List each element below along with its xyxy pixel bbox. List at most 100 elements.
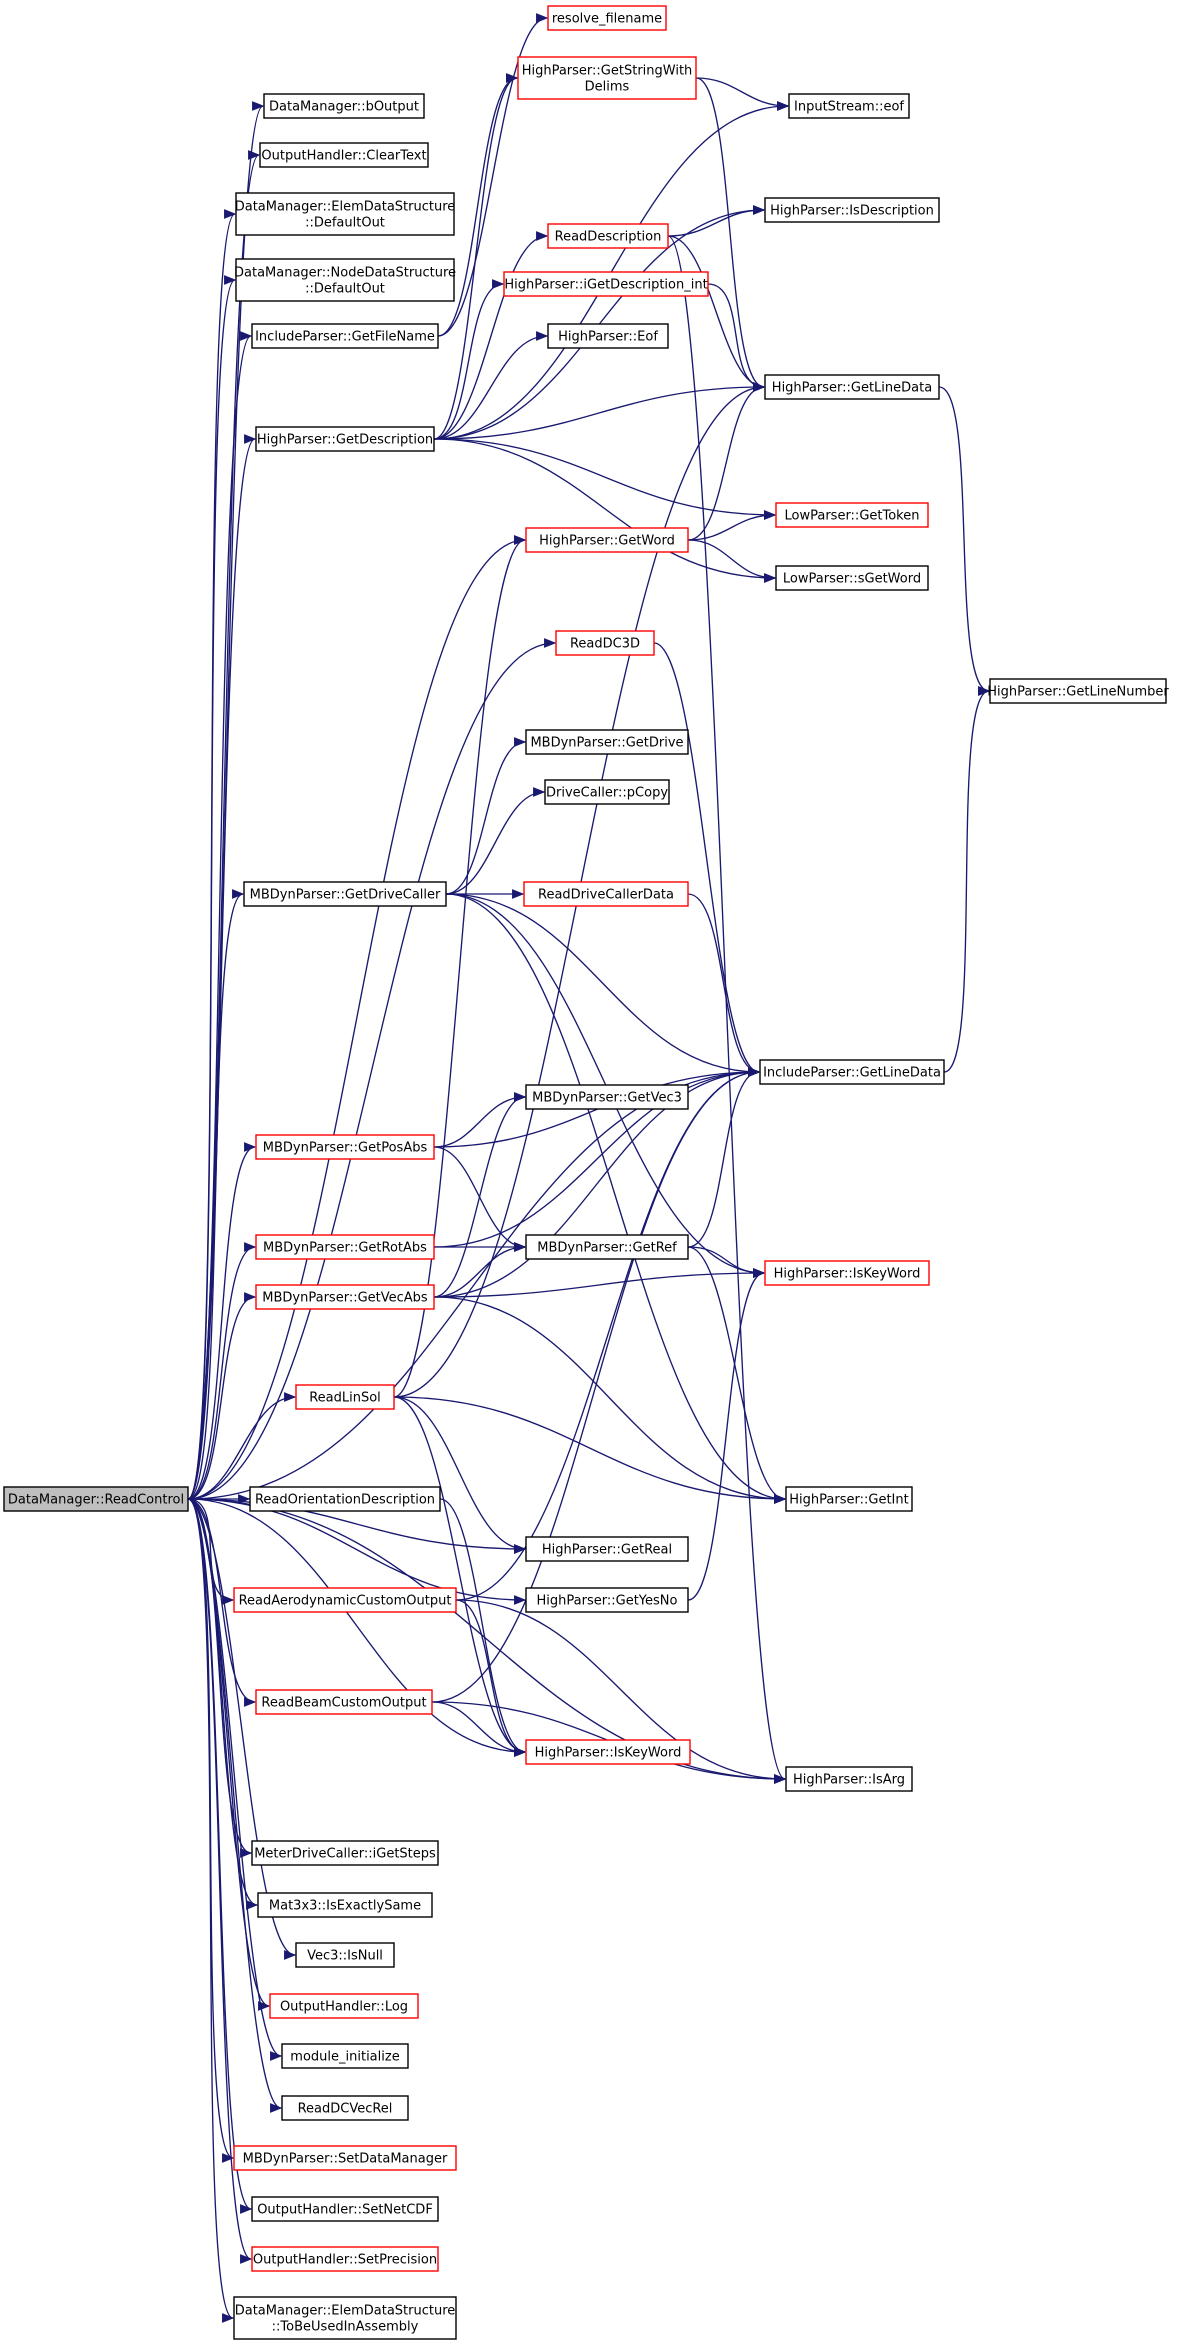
node-box-isarg[interactable] [785, 1766, 913, 1792]
node-box-getvecabs[interactable] [255, 1284, 435, 1310]
node-getvecabs[interactable]: MBDynParser::GetVecAbs [255, 1284, 435, 1310]
node-box-readorient[interactable] [249, 1486, 441, 1512]
node-box-meter[interactable] [251, 1840, 439, 1866]
node-box-gettoken[interactable] [775, 502, 929, 528]
node-box-sgetword[interactable] [775, 565, 929, 591]
node-getint[interactable]: HighParser::GetInt [785, 1486, 913, 1512]
node-incfile[interactable]: IncludeParser::GetFileName [251, 323, 439, 349]
node-getposabs[interactable]: MBDynParser::GetPosAbs [255, 1134, 435, 1160]
node-box-getdrivecaller[interactable] [243, 881, 447, 907]
node-getreal[interactable]: HighParser::GetReal [525, 1536, 689, 1562]
node-readbeam[interactable]: ReadBeamCustomOutput [255, 1689, 433, 1715]
node-getrotabs[interactable]: MBDynParser::GetRotAbs [255, 1234, 435, 1260]
node-eof[interactable]: InputStream::eof [788, 93, 910, 119]
node-box-igetdesc[interactable] [503, 271, 709, 297]
node-box-getint[interactable] [785, 1486, 913, 1512]
node-box-cleartext[interactable] [259, 142, 429, 168]
node-resolve_filename[interactable]: resolve_filename [547, 5, 667, 31]
node-readcontrol[interactable]: DataManager::ReadControl [3, 1486, 189, 1512]
node-box-hpeof[interactable] [547, 323, 669, 349]
node-box-getposabs[interactable] [255, 1134, 435, 1160]
node-isarg[interactable]: HighParser::IsArg [785, 1766, 913, 1792]
node-hplinedata[interactable]: HighParser::GetLineData [764, 374, 940, 400]
node-getyesno[interactable]: HighParser::GetYesNo [525, 1587, 689, 1613]
node-box-iskeyword1[interactable] [764, 1260, 930, 1286]
node-box-getreal[interactable] [525, 1536, 689, 1562]
node-setprecision[interactable]: OutputHandler::SetPrecision [251, 2246, 439, 2272]
node-mat3x3[interactable]: Mat3x3::IsExactlySame [257, 1892, 433, 1918]
node-setdatamanager[interactable]: MBDynParser::SetDataManager [233, 2145, 457, 2171]
node-box-modinit[interactable] [281, 2043, 409, 2069]
node-getref[interactable]: MBDynParser::GetRef [525, 1234, 689, 1260]
node-iskeyword1[interactable]: HighParser::IsKeyWord [764, 1260, 930, 1286]
node-getdesc[interactable]: HighParser::GetDescription [255, 426, 435, 452]
node-getword[interactable]: HighParser::GetWord [525, 527, 689, 553]
node-modinit[interactable]: module_initialize [281, 2043, 409, 2069]
node-box-eof[interactable] [788, 93, 910, 119]
node-box-readdcvecrel[interactable] [281, 2095, 409, 2121]
node-inclinedata[interactable]: IncludeParser::GetLineData [759, 1059, 945, 1085]
node-box-getword[interactable] [525, 527, 689, 553]
node-linenumber[interactable]: HighParser::GetLineNumber [987, 678, 1169, 704]
node-box-readdc3d[interactable] [555, 630, 655, 656]
node-box-getdrive[interactable] [525, 729, 689, 755]
node-box-iskeyword2[interactable] [525, 1739, 691, 1765]
node-box-getref[interactable] [525, 1234, 689, 1260]
node-gettoken[interactable]: LowParser::GetToken [775, 502, 929, 528]
node-box-getvec3[interactable] [525, 1084, 689, 1110]
node-cleartext[interactable]: OutputHandler::ClearText [259, 142, 429, 168]
node-readorient[interactable]: ReadOrientationDescription [249, 1486, 441, 1512]
node-box-readdesc[interactable] [547, 223, 669, 249]
node-getdrive[interactable]: MBDynParser::GetDrive [525, 729, 689, 755]
node-box-readaero[interactable] [233, 1587, 457, 1613]
node-tobeused[interactable]: DataManager::ElemDataStructure::ToBeUsed… [233, 2296, 457, 2340]
node-box-readbeam[interactable] [255, 1689, 433, 1715]
node-box-setdatamanager[interactable] [233, 2145, 457, 2171]
node-readaero[interactable]: ReadAerodynamicCustomOutput [233, 1587, 457, 1613]
node-vec3null[interactable]: Vec3::IsNull [295, 1942, 395, 1968]
node-box-setnetcdf[interactable] [251, 2196, 439, 2222]
node-box-getyesno[interactable] [525, 1587, 689, 1613]
node-isdesc[interactable]: HighParser::IsDescription [764, 197, 940, 223]
node-box-readlinsol[interactable] [295, 1384, 395, 1410]
node-meter[interactable]: MeterDriveCaller::iGetSteps [251, 1840, 439, 1866]
node-ohlog[interactable]: OutputHandler::Log [269, 1993, 419, 2019]
node-box-pcopy[interactable] [544, 779, 670, 805]
node-pcopy[interactable]: DriveCaller::pCopy [544, 779, 670, 805]
node-box-nodedef[interactable] [235, 258, 455, 302]
node-box-mat3x3[interactable] [257, 1892, 433, 1918]
node-box-setprecision[interactable] [251, 2246, 439, 2272]
node-box-hplinedata[interactable] [764, 374, 940, 400]
node-readlinsol[interactable]: ReadLinSol [295, 1384, 395, 1410]
node-boutput[interactable]: DataManager::bOutput [263, 93, 425, 119]
node-box-elemdef[interactable] [235, 192, 455, 236]
node-igetdesc[interactable]: HighParser::iGetDescription_int [503, 271, 709, 297]
node-box-readdrivecaller[interactable] [523, 881, 689, 907]
node-readdesc[interactable]: ReadDescription [547, 223, 669, 249]
node-box-resolve_filename[interactable] [547, 5, 667, 31]
node-nodedef[interactable]: DataManager::NodeDataStructure::DefaultO… [234, 258, 456, 302]
node-box-ohlog[interactable] [269, 1993, 419, 2019]
node-iskeyword2[interactable]: HighParser::IsKeyWord [525, 1739, 691, 1765]
node-box-boutput[interactable] [263, 93, 425, 119]
node-sgetword[interactable]: LowParser::sGetWord [775, 565, 929, 591]
node-readdcvecrel[interactable]: ReadDCVecRel [281, 2095, 409, 2121]
node-box-tobeused[interactable] [233, 2296, 457, 2340]
node-box-readcontrol[interactable] [3, 1486, 189, 1512]
node-readdc3d[interactable]: ReadDC3D [555, 630, 655, 656]
node-box-gsd[interactable] [517, 56, 697, 100]
node-getdrivecaller[interactable]: MBDynParser::GetDriveCaller [243, 881, 447, 907]
node-elemdef[interactable]: DataManager::ElemDataStructure::DefaultO… [235, 192, 456, 236]
node-box-getdesc[interactable] [255, 426, 435, 452]
node-box-inclinedata[interactable] [759, 1059, 945, 1085]
node-box-getrotabs[interactable] [255, 1234, 435, 1260]
node-box-vec3null[interactable] [295, 1942, 395, 1968]
node-box-linenumber[interactable] [989, 678, 1167, 704]
node-box-incfile[interactable] [251, 323, 439, 349]
node-readdrivecaller[interactable]: ReadDriveCallerData [523, 881, 689, 907]
node-box-isdesc[interactable] [764, 197, 940, 223]
node-hpeof[interactable]: HighParser::Eof [547, 323, 669, 349]
node-setnetcdf[interactable]: OutputHandler::SetNetCDF [251, 2196, 439, 2222]
node-getvec3[interactable]: MBDynParser::GetVec3 [525, 1084, 689, 1110]
